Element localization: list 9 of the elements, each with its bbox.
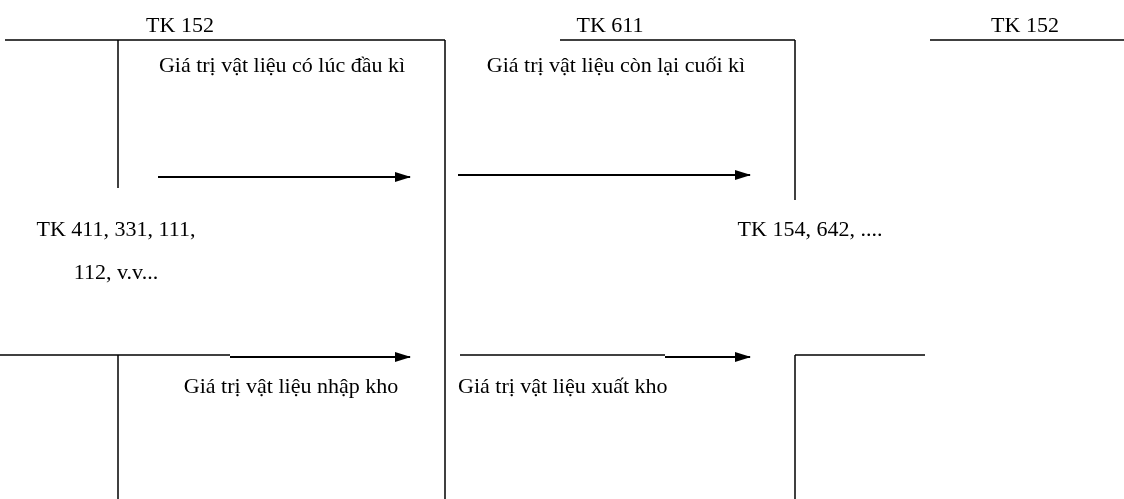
entry-text: Giá trị vật liệu có lúc đầu kì — [157, 51, 407, 79]
account-title: TK 152 — [145, 11, 215, 39]
entry-text: Giá trị vật liệu còn lại cuối kì — [485, 51, 747, 79]
entry-text: TK 154, 642, .... — [736, 215, 884, 243]
account-title: TK 152 — [990, 11, 1060, 39]
account-title: TK 611 — [575, 11, 645, 39]
entry-text: Giá trị vật liệu nhập kho — [182, 372, 400, 400]
entry-text: Giá trị vật liệu xuất kho — [458, 372, 669, 400]
entry-text: TK 411, 331, 111, 112, v.v... — [35, 215, 197, 286]
